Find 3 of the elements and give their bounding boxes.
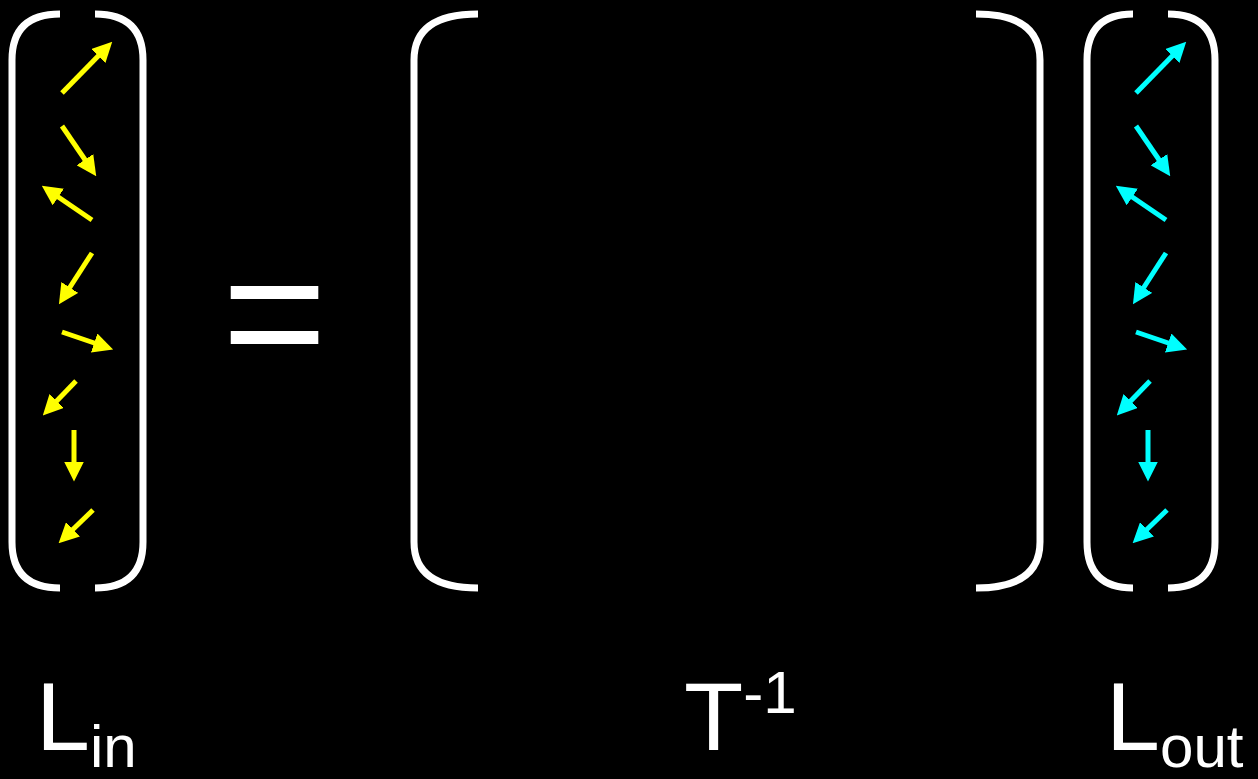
equals-sign: = [222,222,328,402]
matrix-label: L$_{in}$ [36,668,137,765]
matrix-label: T$^{-1}$ [684,668,797,765]
